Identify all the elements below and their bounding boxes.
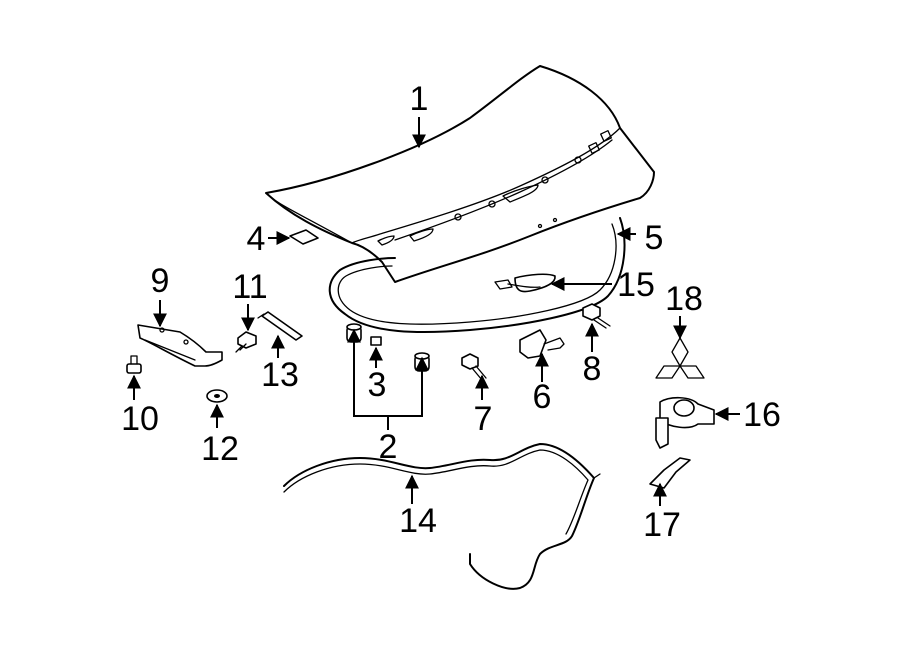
handle [494,273,556,293]
callout-7: 7 [474,400,493,438]
leader-2b [388,356,429,417]
latch [519,329,565,359]
callout-16: 16 [743,396,781,434]
emblem [655,337,705,379]
callout-5: 5 [645,219,664,257]
bolt-8 [582,303,611,329]
leader-2 [347,328,389,430]
leader-lines [127,117,740,506]
lock-cylinder [655,396,715,449]
grommet [206,389,228,403]
callout-11: 11 [232,268,267,306]
callout-15: 15 [617,266,655,304]
weatherstrip [328,217,626,334]
callout-3: 3 [368,366,387,404]
callout-8: 8 [583,350,602,388]
release-cable [283,443,601,590]
callout-12: 12 [201,430,239,468]
clip-10 [126,355,142,374]
support-rod [257,311,303,341]
callout-1: 1 [410,80,429,118]
callout-2: 2 [379,428,398,466]
callout-18: 18 [665,280,703,318]
callout-13: 13 [261,356,299,394]
callout-6: 6 [533,378,552,416]
callout-4: 4 [247,220,266,258]
clip-17 [649,457,691,489]
trunk-lid [265,65,655,283]
callout-9: 9 [151,262,170,300]
callout-14: 14 [399,502,437,540]
bumper [370,336,382,346]
bolt-11 [235,331,257,353]
callout-10: 10 [121,400,159,438]
callout-labels: 1 2 3 4 5 6 7 8 9 10 11 12 13 14 15 16 1… [121,80,781,544]
callout-17: 17 [643,506,681,544]
bracket [137,324,223,367]
pad [289,229,319,245]
